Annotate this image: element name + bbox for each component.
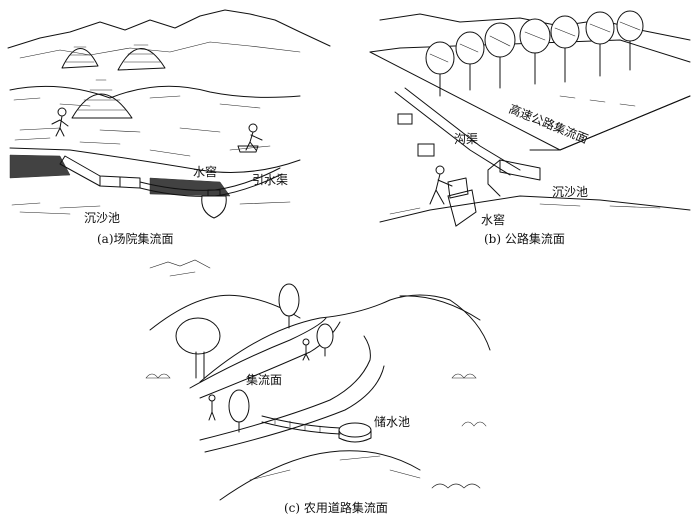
panel-b-label-ditch: 沟渠: [454, 132, 478, 146]
haystack-1: [61, 48, 99, 69]
panel-b-highway: [369, 51, 691, 151]
panel-b-ditch: [394, 87, 521, 176]
haystack-2: [117, 48, 166, 71]
haystack-3: [71, 93, 133, 119]
panel-c-person-1: [302, 338, 310, 361]
panel-b-label-cellar: 水窖: [481, 212, 505, 227]
panel-a-cellar: [201, 195, 227, 219]
panel-c-farm-road-scene: 集流面 储水池 (c) 农用道路集流面: [145, 259, 491, 515]
panel-a-farmer-left: [51, 107, 69, 137]
panel-b-worker: [429, 165, 469, 205]
panel-c-label-pond: 储水池: [374, 414, 410, 429]
panel-b-settling-basin: [499, 159, 541, 181]
panel-a-courtyard-scene: 水窖 引水渠 沉沙池 (a)场院集流面: [7, 9, 331, 246]
panel-a-label-channel: 引水渠: [252, 173, 288, 187]
panel-b-highway-scene: 高速公路集流面 沟渠 沉沙池 水窖 (b) 公路集流面: [369, 10, 691, 246]
panel-b-trees: [425, 10, 644, 97]
panel-a-label-settling: 沉沙池: [84, 211, 120, 225]
panel-c-road-edge-1: [189, 317, 327, 389]
panel-b-label-settling: 沉沙池: [552, 185, 588, 199]
panel-c-trees: [175, 283, 334, 433]
panel-c-storage-pond: [338, 422, 372, 438]
panel-b-label-highway: 高速公路集流面: [507, 101, 591, 146]
panel-c-label-surface: 集流面: [246, 372, 282, 387]
panel-b-cellar: [447, 189, 477, 227]
panel-a-farmer-right: [237, 123, 263, 153]
panel-b-caption: (b) 公路集流面: [484, 231, 565, 246]
panel-c-caption: (c) 农用道路集流面: [284, 500, 388, 515]
panel-c-channel: [261, 415, 341, 429]
panel-a-label-cellar: 水窖: [193, 164, 217, 179]
panel-c-road-edge-2: [199, 335, 371, 441]
panel-c-person-2: [208, 394, 216, 421]
panel-a-caption: (a)场院集流面: [97, 231, 174, 246]
